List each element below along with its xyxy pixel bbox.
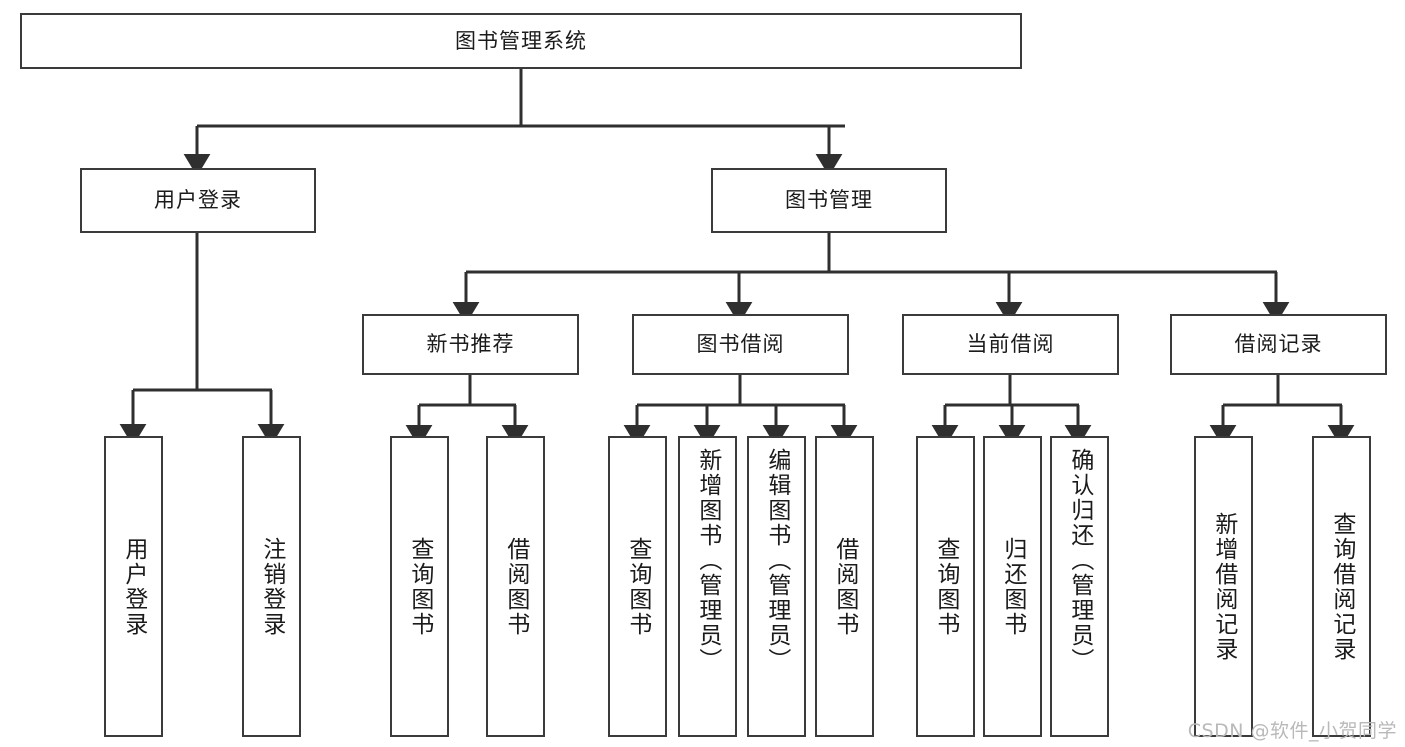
node-label: 用户登录 [154,188,242,213]
node-new-book-recommend[interactable]: 新书推荐 [362,314,579,375]
node-label: 图书借阅 [696,332,785,357]
node-label: 注销登录 [258,536,285,637]
leaf-records-query-record[interactable]: 查询借阅记录 [1312,436,1371,737]
node-label: 用户登录 [120,536,147,637]
node-label: 查询图书 [624,536,651,637]
node-current-borrow[interactable]: 当前借阅 [902,314,1119,375]
node-label: 当前借阅 [966,332,1055,357]
node-user-login[interactable]: 用户登录 [80,168,316,233]
leaf-borrow-query-book[interactable]: 查询图书 [608,436,667,737]
node-label: 借阅图书 [502,536,529,637]
leaf-current-query-book[interactable]: 查询图书 [916,436,975,737]
node-book-borrow[interactable]: 图书借阅 [632,314,849,375]
node-label: 归还图书 [999,536,1026,637]
leaf-current-confirm-return[interactable]: 确认归还（管理员） [1050,436,1109,737]
leaf-user-login-logout[interactable]: 注销登录 [242,436,301,737]
node-book-management[interactable]: 图书管理 [711,168,947,233]
node-label: 新书推荐 [426,332,515,357]
node-label: 借阅记录 [1234,332,1323,357]
leaf-user-login-login[interactable]: 用户登录 [104,436,163,737]
leaf-borrow-edit-book[interactable]: 编辑图书（管理员） [747,436,806,737]
leaf-borrow-borrow-book[interactable]: 借阅图书 [815,436,874,737]
watermark: CSDN @软件_小贺同学 [1187,720,1397,742]
leaf-recommend-query-book[interactable]: 查询图书 [390,436,449,737]
node-label: 新增图书（管理员） [694,448,721,673]
node-label: 查询图书 [932,536,959,637]
leaf-records-add-record[interactable]: 新增借阅记录 [1194,436,1253,737]
leaf-recommend-borrow-book[interactable]: 借阅图书 [486,436,545,737]
node-label: 编辑图书（管理员） [763,448,790,673]
node-label: 借阅图书 [831,536,858,637]
node-label: 图书管理 [785,188,873,213]
node-label: 新增借阅记录 [1210,511,1237,662]
node-label: 查询借阅记录 [1328,511,1355,662]
node-root-system[interactable]: 图书管理系统 [20,13,1022,69]
leaf-borrow-add-book[interactable]: 新增图书（管理员） [678,436,737,737]
leaf-current-return-book[interactable]: 归还图书 [983,436,1042,737]
node-label: 确认归还（管理员） [1066,448,1093,673]
node-label: 查询图书 [406,536,433,637]
node-borrow-records[interactable]: 借阅记录 [1170,314,1387,375]
node-label: 图书管理系统 [455,28,587,53]
